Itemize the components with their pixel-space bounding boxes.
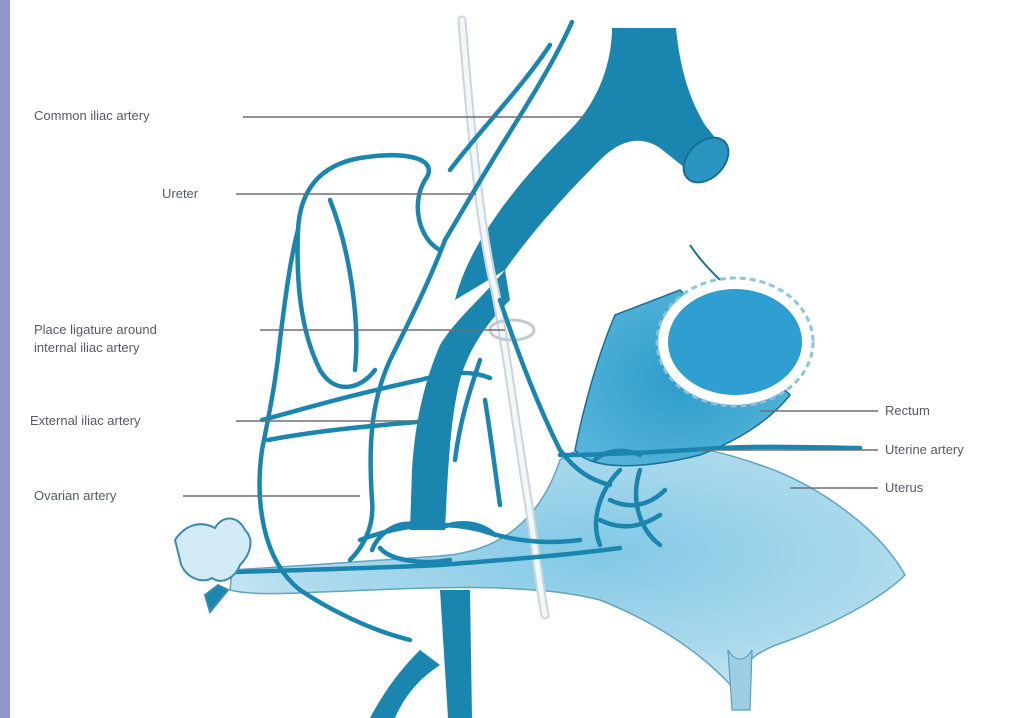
cervix-shape — [728, 650, 752, 710]
label-common-iliac-artery: Common iliac artery — [34, 108, 150, 123]
uterus-shape — [230, 441, 905, 690]
label-place-ligature-line2: internal iliac artery — [34, 340, 140, 355]
femoral-vessels — [370, 590, 472, 718]
rectum-inner — [669, 290, 801, 394]
label-place-ligature-line1: Place ligature around — [34, 322, 157, 337]
label-ovarian-artery: Ovarian artery — [34, 488, 116, 503]
label-ureter: Ureter — [162, 186, 198, 201]
label-uterine-artery: Uterine artery — [885, 442, 964, 457]
label-external-iliac-artery: External iliac artery — [30, 413, 141, 428]
rectum-top — [690, 245, 720, 280]
label-uterus: Uterus — [885, 480, 923, 495]
fimbria-shape — [175, 518, 250, 612]
label-rectum: Rectum — [885, 403, 930, 418]
